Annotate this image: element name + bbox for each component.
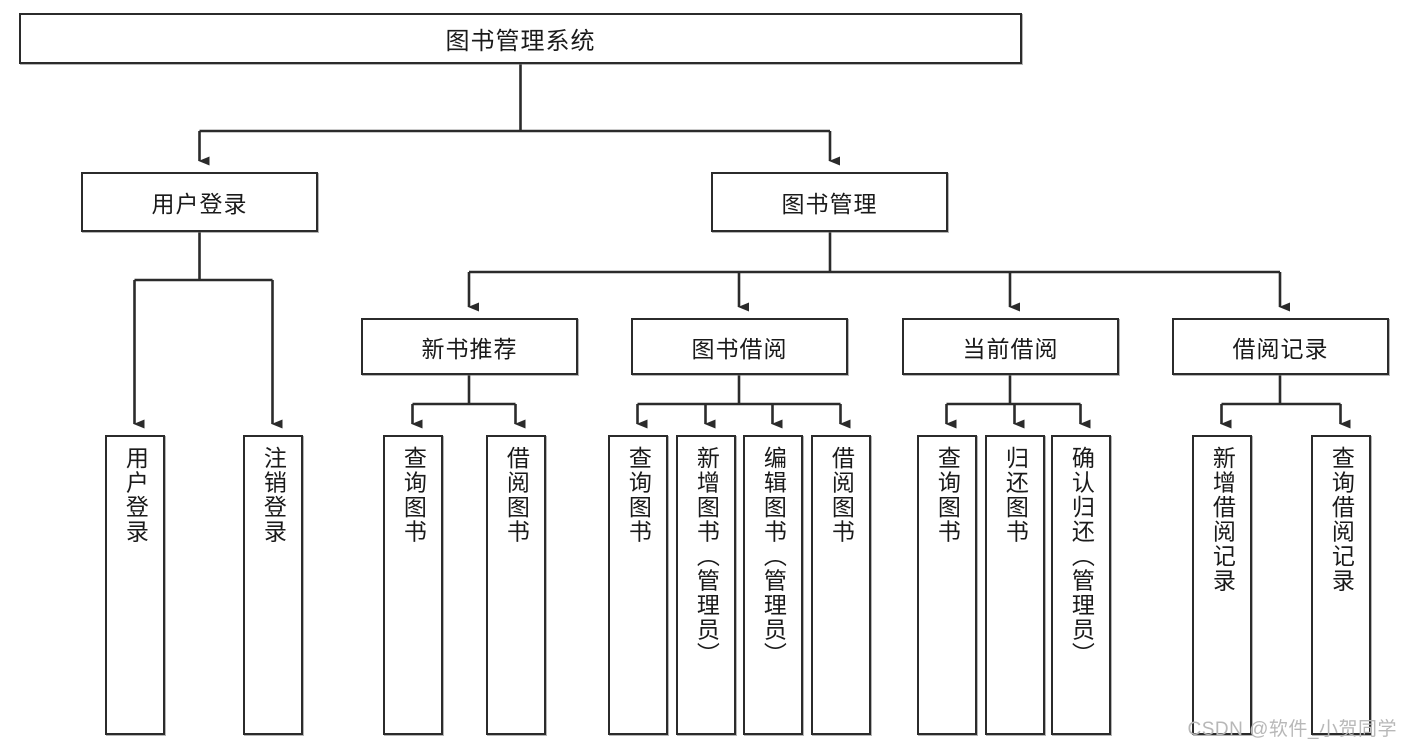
leaf-label: 新增图书（管理员）: [693, 446, 720, 667]
node-leaf-return-book[interactable]: 归还图书: [985, 435, 1045, 735]
node-leaf-user-login[interactable]: 用户登录: [105, 435, 165, 735]
node-leaf-add-book-admin[interactable]: 新增图书（管理员）: [676, 435, 736, 735]
leaf-label: 归还图书: [1002, 446, 1029, 544]
leaf-label: 注销登录: [260, 446, 287, 544]
leaf-label: 查询借阅记录: [1328, 446, 1355, 593]
leaf-label: 借阅图书: [828, 446, 855, 544]
node-book-management[interactable]: 图书管理: [711, 172, 948, 232]
node-leaf-query-book-3[interactable]: 查询图书: [917, 435, 977, 735]
node-new-book-recommend[interactable]: 新书推荐: [361, 318, 578, 375]
node-leaf-borrow-book-1[interactable]: 借阅图书: [486, 435, 546, 735]
leaf-label: 查询图书: [400, 446, 427, 544]
node-root-system[interactable]: 图书管理系统: [19, 13, 1022, 64]
node-user-login[interactable]: 用户登录: [81, 172, 318, 232]
node-leaf-logout-login[interactable]: 注销登录: [243, 435, 303, 735]
leaf-label: 查询图书: [934, 446, 961, 544]
node-leaf-query-book-1[interactable]: 查询图书: [383, 435, 443, 735]
node-leaf-query-borrow-record[interactable]: 查询借阅记录: [1311, 435, 1371, 735]
leaf-label: 编辑图书（管理员）: [760, 446, 787, 667]
leaf-label: 新增借阅记录: [1209, 446, 1236, 593]
leaf-label: 借阅图书: [503, 446, 530, 544]
node-leaf-query-book-2[interactable]: 查询图书: [608, 435, 668, 735]
leaf-label: 确认归还（管理员）: [1068, 446, 1095, 667]
node-leaf-edit-book-admin[interactable]: 编辑图书（管理员）: [743, 435, 803, 735]
node-book-borrow[interactable]: 图书借阅: [631, 318, 848, 375]
node-leaf-confirm-return-admin[interactable]: 确认归还（管理员）: [1051, 435, 1111, 735]
csdn-watermark: CSDN @软件_小贺同学: [1187, 719, 1397, 740]
node-borrow-record[interactable]: 借阅记录: [1172, 318, 1389, 375]
leaf-label: 用户登录: [122, 446, 149, 544]
node-leaf-borrow-book-2[interactable]: 借阅图书: [811, 435, 871, 735]
leaf-label: 查询图书: [625, 446, 652, 544]
node-current-borrow[interactable]: 当前借阅: [902, 318, 1119, 375]
node-leaf-add-borrow-record[interactable]: 新增借阅记录: [1192, 435, 1252, 735]
